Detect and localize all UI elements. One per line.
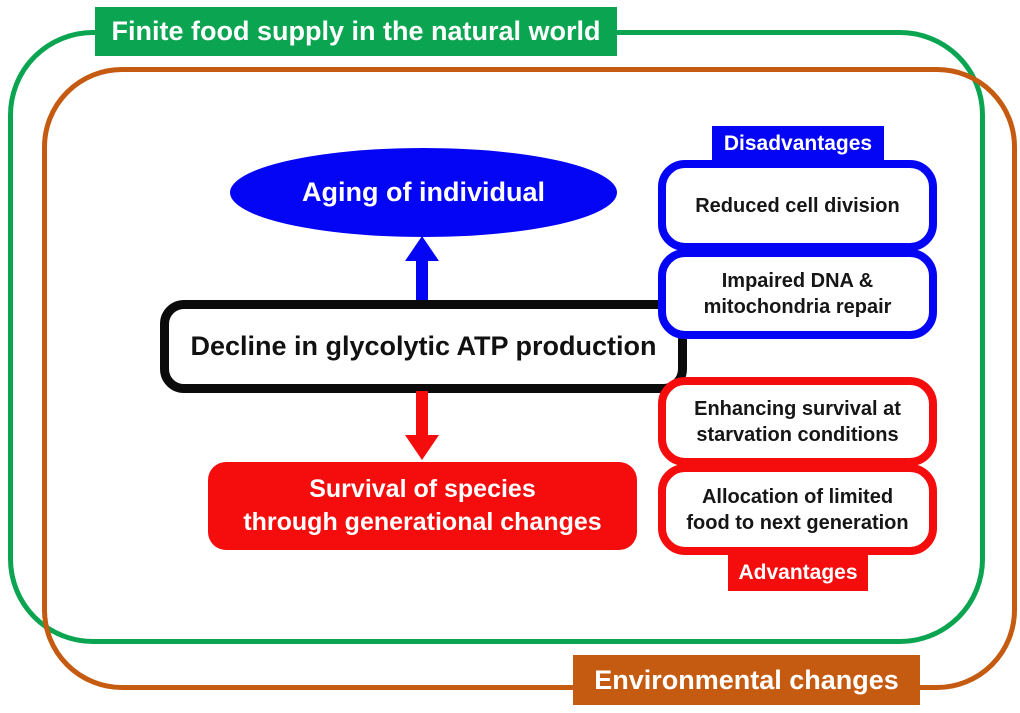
- survival-box: Survival of species through generational…: [208, 462, 637, 550]
- arrow-up-icon: [416, 258, 428, 303]
- arrow-down-icon: [405, 435, 439, 460]
- atp-decline-box: Decline in glycolytic ATP production: [160, 300, 687, 393]
- advantage-item: Enhancing survival at starvation conditi…: [658, 377, 937, 466]
- disadvantages-label: Disadvantages: [712, 126, 884, 161]
- disadvantage-item: Impaired DNA & mitochondria repair: [658, 249, 937, 339]
- outer-frame-title: Finite food supply in the natural world: [95, 7, 617, 56]
- advantages-label: Advantages: [728, 555, 868, 591]
- inner-frame-title: Environmental changes: [573, 655, 920, 705]
- arrow-down-icon: [416, 391, 428, 437]
- arrow-up-icon: [405, 236, 439, 261]
- disadvantage-item: Reduced cell division: [658, 160, 937, 251]
- aging-ellipse: Aging of individual: [230, 148, 617, 237]
- inner-frame-orange: [42, 67, 1017, 690]
- advantage-item: Allocation of limited food to next gener…: [658, 464, 937, 555]
